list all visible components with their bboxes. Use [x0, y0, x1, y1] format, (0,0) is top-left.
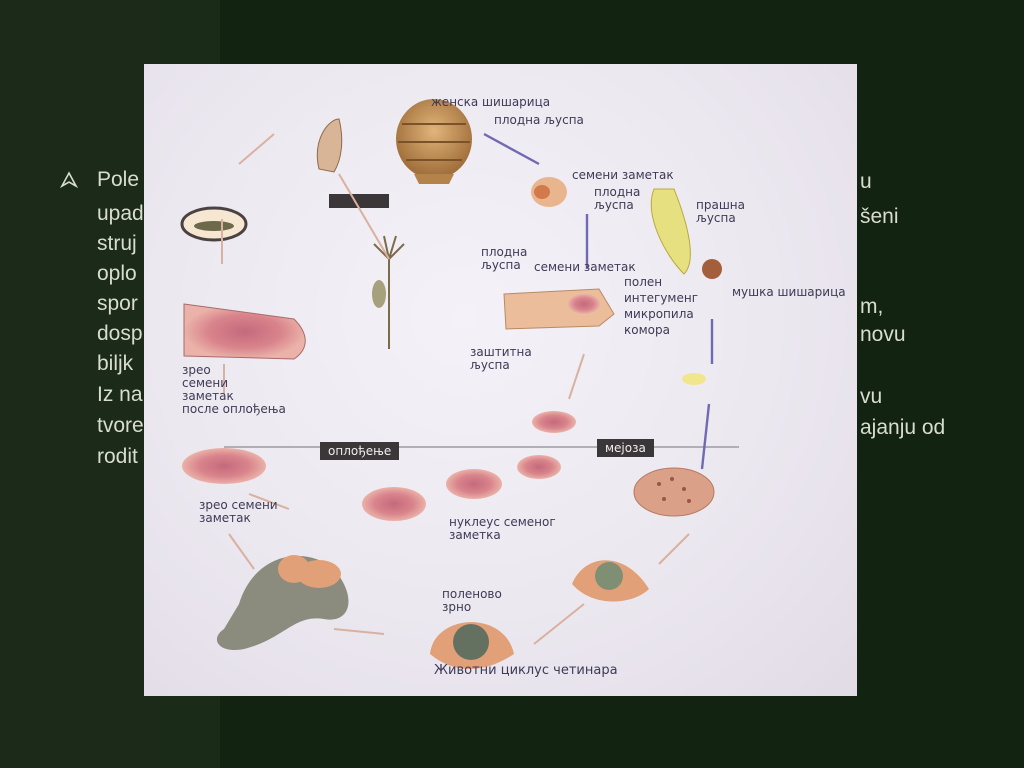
text-fragment: biljk [97, 352, 134, 375]
label-meiosis: мејоза [597, 439, 654, 457]
figure-title: Животни циклус четинара [434, 663, 618, 678]
label-seed-scale-left: плодна љуспа [481, 245, 528, 272]
label-micropyle: микропила [624, 307, 694, 321]
label-pollen: полен [624, 275, 663, 289]
label-pollen-grain: поленово зрно [442, 587, 502, 614]
label-protective-scale: заштитна љуспа [470, 345, 532, 372]
background-band-left [0, 0, 160, 768]
conifer-lifecycle-figure: женска шишарица плодна љуспа семени заме… [144, 64, 857, 696]
text-fragment: šeni [860, 205, 899, 228]
label-microsporophyll: прашна љуспа [696, 198, 745, 225]
label-seed-scale-top: плодна љуспа [494, 113, 584, 127]
label-mature-ovule-after: зрео семени заметак после оплођења [182, 363, 286, 416]
label-ovule: семени заметак [572, 168, 674, 182]
bullet-arrow-icon [60, 171, 78, 189]
label-mature-ovule: зрео семени заметак [199, 498, 278, 525]
text-fragment: novu [860, 323, 906, 346]
text-fragment: tvore [97, 414, 144, 437]
label-chamber: комора [624, 323, 670, 337]
text-fragment: oplo [97, 262, 137, 285]
label-female-cone: женска шишарица [431, 95, 551, 109]
female-cone-illustration [396, 99, 472, 184]
label-male-cone: мушка шишарица [732, 285, 846, 299]
text-fragment: Pole [97, 168, 140, 191]
text-fragment: upad [97, 202, 144, 225]
label-integument: интегуменг [624, 291, 699, 305]
text-fragment: ajanju od [860, 416, 946, 439]
label-fertilization: оплођење [320, 442, 400, 460]
text-fragment: dosp [97, 322, 143, 345]
text-fragment: spor [97, 292, 138, 315]
text-fragment: rodit [97, 445, 138, 468]
text-fragment: vu [860, 385, 883, 408]
text-fragment: struj [97, 232, 137, 255]
text-fragment: Iz na [97, 383, 143, 406]
lifecycle-illustrations [180, 99, 739, 669]
label-ovule-center: семени заметак [534, 260, 636, 274]
label-seed-scale-mid: плодна љуспа [594, 185, 641, 212]
text-fragment: m, [860, 295, 884, 318]
text-fragment: u [860, 170, 872, 193]
label-nucellus: нуклеус семеног заметка [449, 515, 556, 542]
